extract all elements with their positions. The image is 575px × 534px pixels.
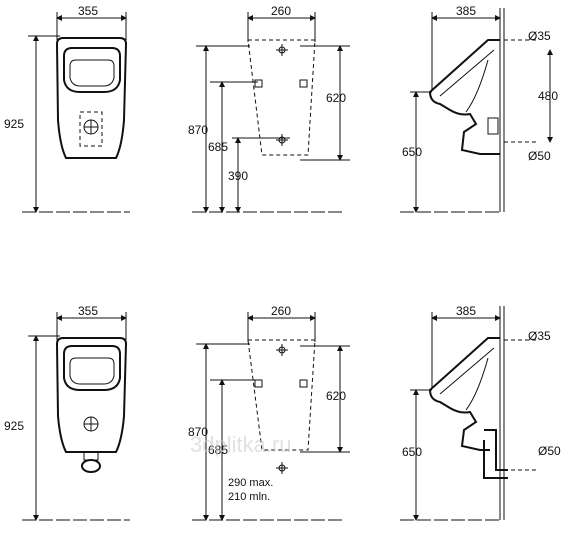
front-height-label: 925 — [4, 117, 24, 131]
front-height-label: 925 — [4, 419, 24, 433]
back-height-mid: 685 — [208, 140, 228, 154]
back-height-mid: 685 — [208, 443, 228, 457]
front-width-label: 355 — [78, 304, 98, 318]
urinal-side-body — [428, 39, 500, 155]
urinal-front-body — [55, 337, 128, 453]
watermark-text: 3dplitka.ru — [190, 432, 292, 457]
urinal-side-body — [428, 337, 500, 451]
back-outline — [247, 39, 316, 156]
urinal-front-body — [55, 37, 128, 159]
back-width-label: 260 — [271, 304, 291, 318]
side-inlet-label: Ø35 — [528, 29, 551, 43]
trap-pipe — [483, 429, 508, 479]
front-view-bottom: 355 925 — [4, 304, 130, 521]
side-inlet-label: Ø35 — [528, 329, 551, 343]
side-view-bottom: 385 Ø35 Ø50 650 — [400, 304, 561, 521]
back-height-low: 390 — [228, 169, 248, 183]
urinal-front-bowl — [63, 47, 121, 93]
back-width-label: 260 — [271, 4, 291, 18]
front-view-top: 355 925 — [4, 4, 130, 213]
back-height-upper: 620 — [326, 389, 346, 403]
back-note-max: 290 max. — [228, 477, 273, 489]
side-outlet-label: Ø50 — [528, 149, 551, 163]
side-outlet-label: Ø50 — [538, 444, 561, 458]
side-depth-label: 385 — [456, 4, 476, 18]
back-height-upper: 620 — [326, 91, 346, 105]
back-outline — [247, 339, 316, 451]
side-view-top: 385 Ø35 Ø50 480 650 — [400, 4, 558, 213]
back-view-bottom: 260 870 685 620 290 max. 210 mln. — [188, 304, 350, 521]
urinal-front-bowl — [63, 345, 121, 391]
side-spacing-label: 480 — [538, 89, 558, 103]
side-depth-label: 385 — [456, 304, 476, 318]
side-height-label: 650 — [402, 445, 422, 459]
back-height-total: 870 — [188, 425, 208, 439]
back-note-min: 210 mln. — [228, 491, 270, 503]
side-height-label: 650 — [402, 145, 422, 159]
back-height-total: 870 — [188, 123, 208, 137]
back-view-top: 260 870 685 390 620 — [188, 4, 350, 213]
trap-siphon — [81, 459, 101, 473]
front-width-label: 355 — [78, 4, 98, 18]
